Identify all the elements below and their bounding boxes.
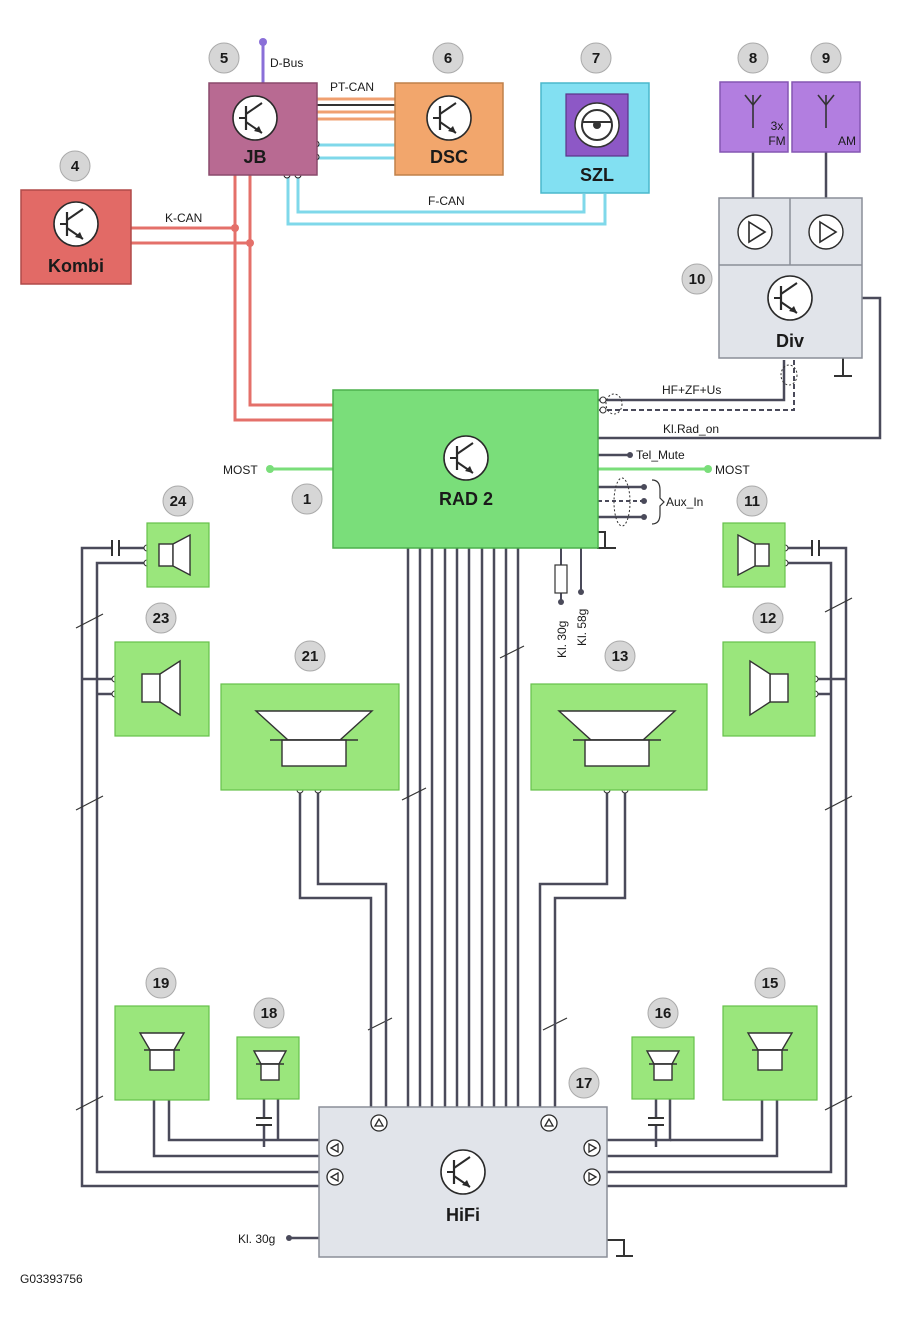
dsc-label: DSC xyxy=(430,147,468,167)
speaker-15 xyxy=(722,1005,818,1101)
tel-mute-label: Tel_Mute xyxy=(636,448,685,462)
amplifier-icon xyxy=(808,214,844,250)
figure-id: G03393756 xyxy=(20,1272,83,1286)
am-label: AM xyxy=(838,134,856,148)
szl-module: SZL xyxy=(540,82,650,194)
dsc-module: DSC xyxy=(394,82,504,176)
kl58g-label: Kl. 58g xyxy=(575,609,589,646)
most-left-label: MOST xyxy=(223,463,258,477)
jb-label: JB xyxy=(243,147,266,167)
badge-19: 19 xyxy=(153,975,170,992)
fm-label-line1: 3x xyxy=(771,119,784,133)
badge-11: 11 xyxy=(744,493,760,510)
bus-labels: D-Bus PT-CAN F-CAN K-CAN HF+ZF+Us Kl.Rad… xyxy=(20,56,750,1286)
speaker-23 xyxy=(114,641,210,737)
pt-can-label: PT-CAN xyxy=(330,80,374,94)
speaker-18 xyxy=(236,1036,300,1100)
fm-label-line2: FM xyxy=(768,134,785,148)
badge-10: 10 xyxy=(689,271,706,288)
badge-13: 13 xyxy=(612,648,629,665)
antenna-am: AM xyxy=(791,81,861,153)
speaker-21 xyxy=(220,683,400,791)
kombi-module: Kombi xyxy=(20,189,132,285)
badge-4: 4 xyxy=(71,158,80,175)
badge-24: 24 xyxy=(170,493,187,510)
rad2-label: RAD 2 xyxy=(439,489,493,509)
badge-21: 21 xyxy=(302,648,319,665)
div-module: Div xyxy=(718,197,863,359)
most-right-label: MOST xyxy=(715,463,750,477)
amplifier-icon xyxy=(737,214,773,250)
antenna-icon xyxy=(744,94,762,128)
kombi-label: Kombi xyxy=(48,256,104,276)
speaker-24 xyxy=(146,522,210,588)
badge-15: 15 xyxy=(762,975,779,992)
badge-17: 17 xyxy=(576,1075,593,1092)
kl30g-hifi-label: Kl. 30g xyxy=(238,1232,275,1246)
badge-23: 23 xyxy=(153,610,170,627)
wiring xyxy=(75,38,882,1257)
kl-rad-on-label: Kl.Rad_on xyxy=(663,422,719,436)
badge-16: 16 xyxy=(655,1005,672,1022)
speaker-12 xyxy=(722,641,816,737)
speaker-13 xyxy=(530,683,708,791)
kl30g-label: Kl. 30g xyxy=(555,621,569,658)
hf-zf-us-label: HF+ZF+Us xyxy=(662,383,721,397)
badge-5: 5 xyxy=(220,50,228,67)
d-bus-label: D-Bus xyxy=(270,56,303,70)
jb-module: JB xyxy=(208,82,318,176)
hifi-label: HiFi xyxy=(446,1205,480,1225)
badge-1: 1 xyxy=(303,491,311,508)
hifi-module: HiFi xyxy=(318,1106,608,1258)
k-can-label: K-CAN xyxy=(165,211,202,225)
badge-18: 18 xyxy=(261,1005,278,1022)
badge-7: 7 xyxy=(592,50,600,67)
aux-in-label: Aux_In xyxy=(666,495,703,509)
badge-6: 6 xyxy=(444,50,452,67)
rad2-module: RAD 2 xyxy=(332,389,599,549)
speaker-11 xyxy=(722,522,786,588)
badge-9: 9 xyxy=(822,50,830,67)
szl-label: SZL xyxy=(580,165,614,185)
number-badges: 5 6 7 8 9 4 10 1 24 11 23 12 21 13 19 15… xyxy=(59,42,842,1099)
div-label: Div xyxy=(776,331,804,351)
f-can-label: F-CAN xyxy=(428,194,465,208)
antenna-icon xyxy=(817,94,835,128)
speaker-16 xyxy=(631,1036,695,1100)
badge-8: 8 xyxy=(749,50,757,67)
antenna-fm: 3x FM xyxy=(719,81,789,153)
badge-12: 12 xyxy=(760,610,777,627)
speaker-19 xyxy=(114,1005,210,1101)
